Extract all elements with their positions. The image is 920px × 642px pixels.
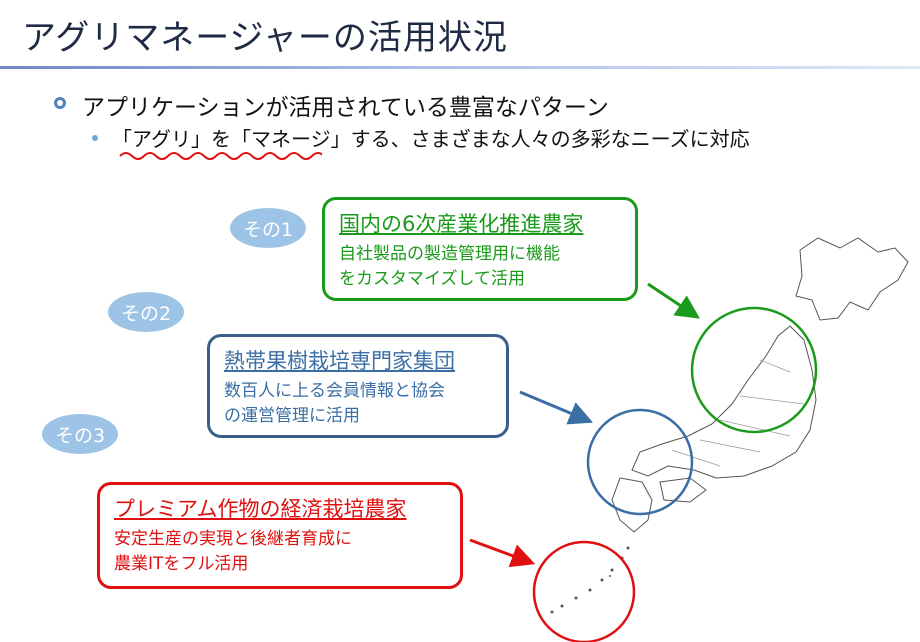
case-line-1b: をカスタマイズして活用 (339, 269, 525, 289)
sub-bullet-text: 「アグリ」を「マネージ」する、さまざまな人々の多彩なニーズに対応 (112, 127, 750, 151)
case-line-3b: 農業ITをフル活用 (114, 554, 249, 574)
case-heading-3: プレミアム作物の経済栽培農家 (114, 497, 407, 521)
case-box-red: プレミアム作物の経済栽培農家 安定生産の実現と後継者育成に 農業ITをフル活用 (97, 482, 463, 589)
case-heading-2: 熱帯果樹栽培専門家集団 (224, 349, 455, 373)
case-heading-1: 国内の6次産業化推進農家 (339, 212, 584, 236)
slide-title: アグリマネージャーの活用状況 (22, 18, 508, 58)
arrow-red (469, 538, 536, 568)
map-hokkaido (795, 237, 909, 321)
main-bullet-text: アプリケーションが活用されている豊富なパターン (82, 95, 609, 121)
arrow-blue (519, 390, 594, 425)
tag-pill-1: その1 (230, 208, 306, 248)
case-line-2b: の運営管理に活用 (224, 406, 360, 426)
case-line-1a: 自社製品の製造管理用に機能 (339, 244, 560, 264)
map-kyushu (611, 477, 653, 533)
tag-pill-3: その3 (42, 414, 118, 454)
case-body-3: 安定生産の実現と後継者育成に 農業ITをフル活用 (114, 527, 446, 577)
sub-bullet-dot-icon (92, 135, 98, 141)
case-box-green: 国内の6次産業化推進農家 自社製品の製造管理用に機能 をカスタマイズして活用 (322, 197, 638, 301)
case-line-3a: 安定生産の実現と後継者育成に (114, 529, 352, 549)
red-squiggle-underline (119, 152, 322, 160)
tag-pill-2: その2 (108, 292, 184, 332)
case-line-2a: 数百人に上る会員情報と協会 (224, 381, 445, 401)
title-underline (0, 66, 920, 69)
case-body-1: 自社製品の製造管理用に機能 をカスタマイズして活用 (339, 242, 621, 292)
region-circle-blue (586, 408, 694, 516)
bullet-ring-icon (54, 97, 66, 109)
case-box-blue: 熱帯果樹栽培専門家集団 数百人に上る会員情報と協会 の運営管理に活用 (207, 334, 509, 438)
arrow-green (647, 282, 700, 319)
region-circle-red (532, 540, 636, 642)
case-body-2: 数百人に上る会員情報と協会 の運営管理に活用 (224, 379, 492, 429)
region-circle-green (690, 306, 818, 434)
